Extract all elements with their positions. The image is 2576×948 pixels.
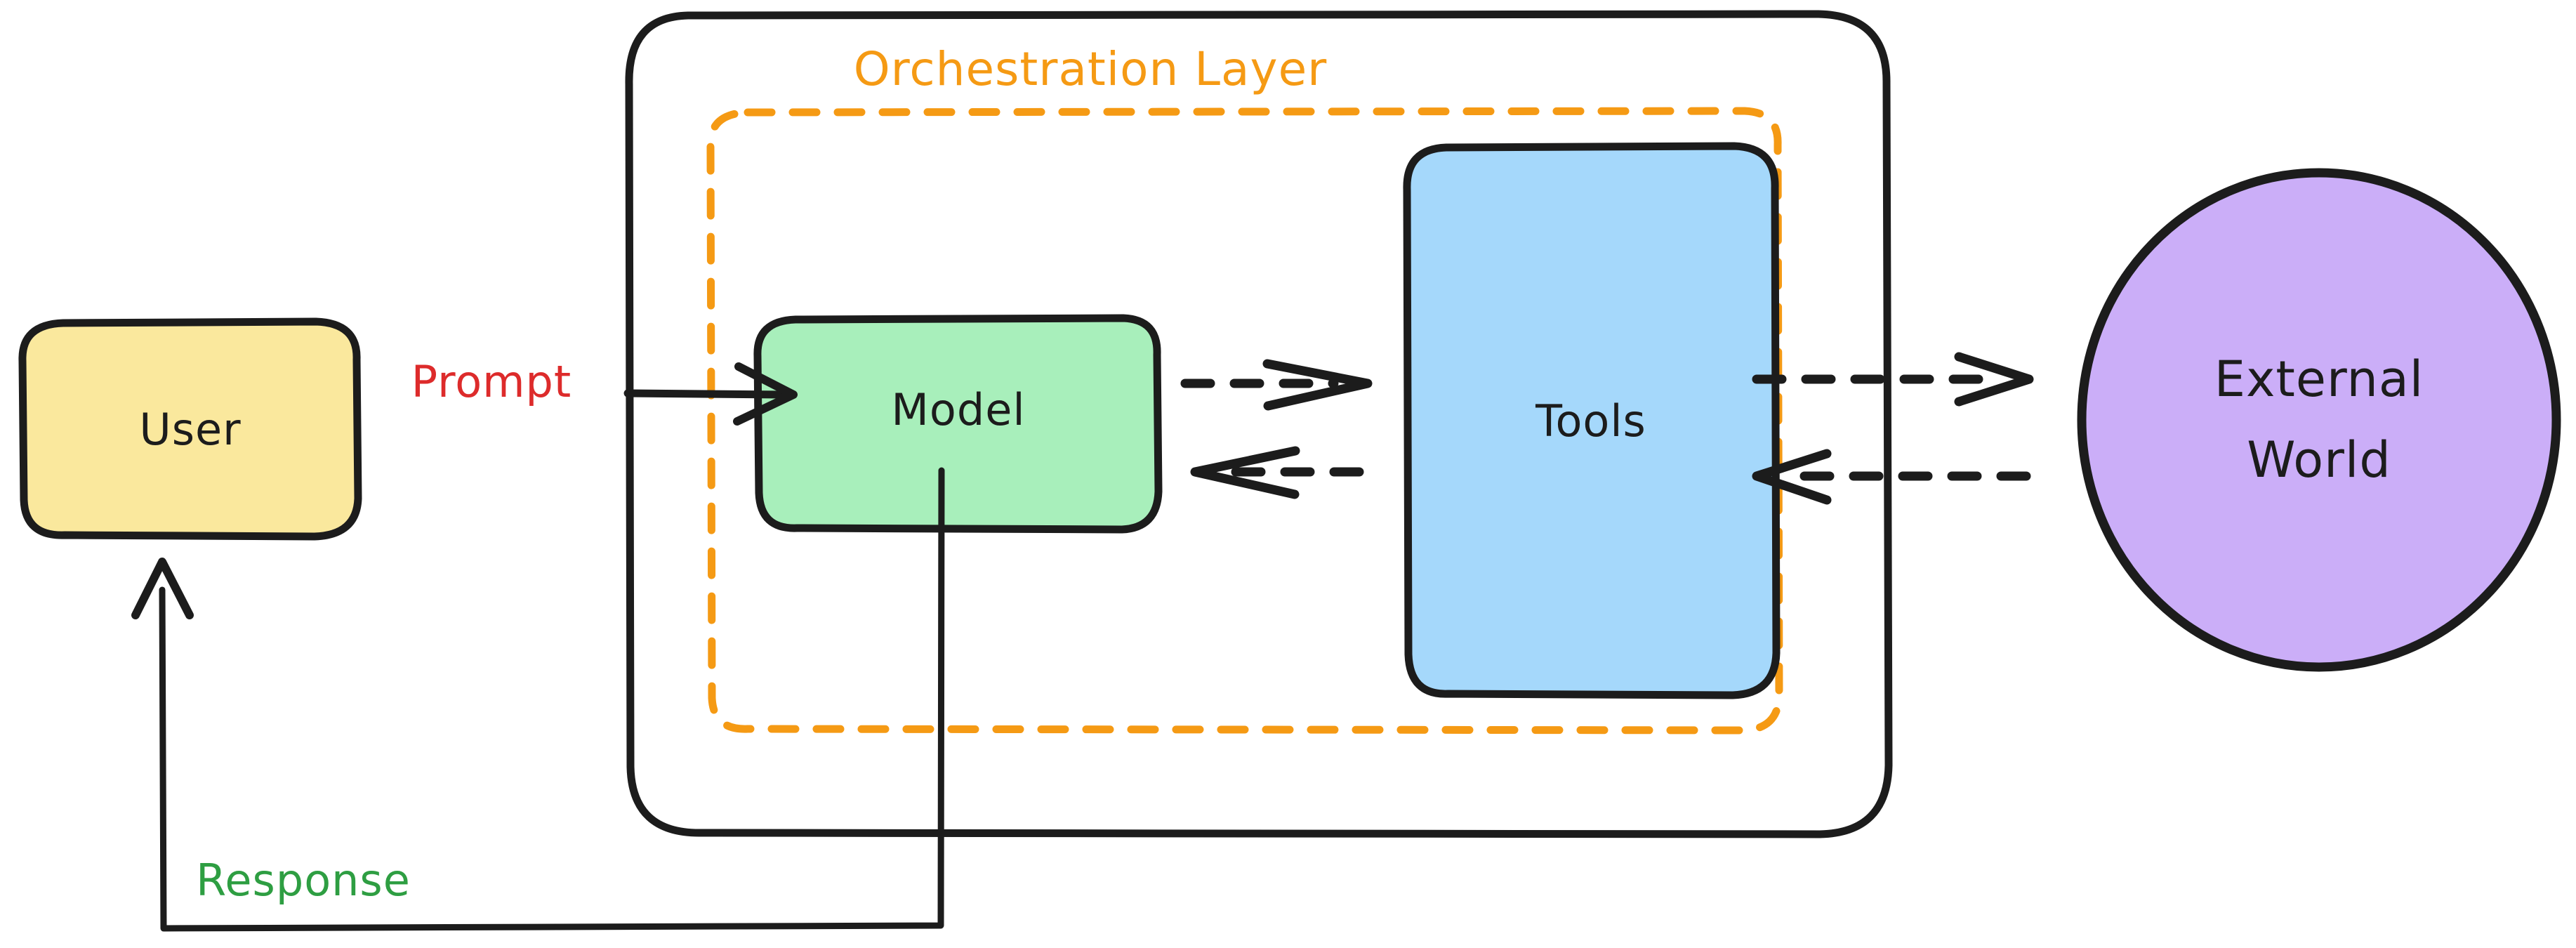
prompt-arrow-line <box>623 389 787 399</box>
model-label: Model <box>891 384 1025 435</box>
tools-label: Tools <box>1535 395 1646 447</box>
edge-external-to-tools[interactable] <box>1752 449 2055 505</box>
tools-to-model-arrow-head <box>1190 446 1300 499</box>
response-edge-label: Response <box>196 855 411 906</box>
tools-box-shape <box>1403 142 1781 699</box>
external-to-tools-arrow-head <box>1752 449 1832 505</box>
prompt-arrow-head <box>733 362 798 426</box>
node-tools[interactable]: Tools <box>1403 142 1781 699</box>
response-arrow-head <box>131 558 194 619</box>
group-orchestration-layer[interactable]: Orchestration Layer <box>706 42 1783 735</box>
external-world-label-line2: World <box>2247 431 2391 489</box>
model-to-tools-arrow-head <box>1262 359 1373 411</box>
user-label: User <box>139 404 241 455</box>
orchestration-layer-title: Orchestration Layer <box>854 42 1328 96</box>
edge-response[interactable]: Response <box>131 467 945 932</box>
edge-model-to-tools[interactable] <box>1180 359 1373 411</box>
node-model[interactable]: Model <box>753 314 1163 534</box>
user-box-shape <box>18 317 362 541</box>
edge-tools-to-external[interactable] <box>1752 352 2034 407</box>
orchestration-layer-dashed-border <box>706 107 1783 735</box>
node-external-world[interactable]: External World <box>2077 168 2561 672</box>
edge-tools-to-model[interactable] <box>1190 446 1381 499</box>
response-arrow-line <box>159 467 945 932</box>
external-world-circle-shape <box>2077 168 2561 672</box>
external-world-label-line1: External <box>2214 350 2424 408</box>
edge-prompt[interactable]: Prompt <box>411 356 798 426</box>
model-box-shape <box>753 314 1163 534</box>
prompt-edge-label: Prompt <box>411 356 572 407</box>
node-user[interactable]: User <box>18 317 362 541</box>
tools-to-external-arrow-head <box>1954 352 2034 407</box>
